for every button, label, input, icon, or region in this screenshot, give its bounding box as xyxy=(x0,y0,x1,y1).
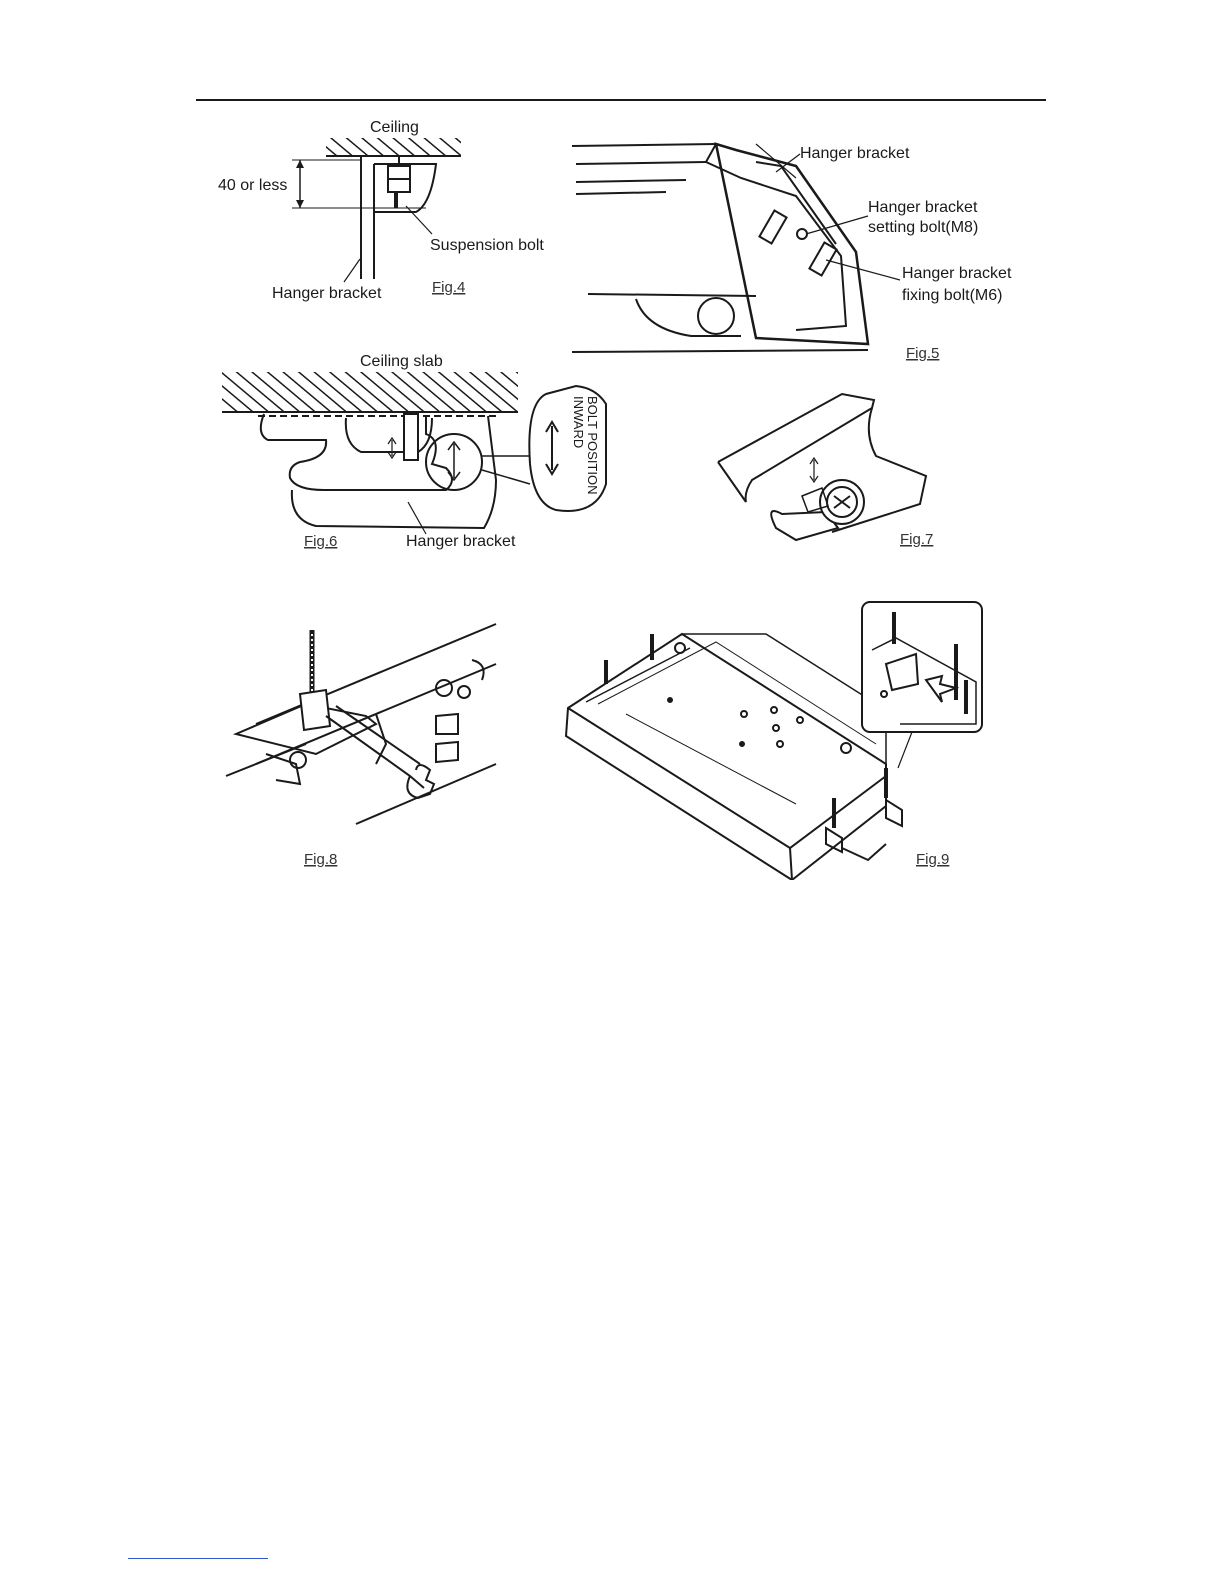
fig4-ceiling-hatch xyxy=(326,138,461,156)
fig4-diagram xyxy=(292,138,461,282)
installation-figures: Ceiling 40 or less Suspension bolt Hange… xyxy=(196,104,1046,880)
fig4-dimension-label: 40 or less xyxy=(218,177,287,194)
header-rule xyxy=(196,99,1046,101)
fig6-ceiling-slab-hatch xyxy=(222,372,518,412)
fig8-caption: Fig.8 xyxy=(304,851,337,868)
fig9-diagram xyxy=(566,602,982,880)
footer-rule xyxy=(128,1558,268,1559)
fig4-hanger-bracket-label: Hanger bracket xyxy=(272,285,382,302)
fig6-caption: Fig.6 xyxy=(304,533,337,550)
fig6-diagram xyxy=(222,372,606,534)
fig7-diagram xyxy=(718,394,926,540)
fig6-hanger-bracket-label: Hanger bracket xyxy=(406,533,516,550)
fig5-setting-bolt-line2: setting bolt(M8) xyxy=(868,219,978,236)
fig5-diagram xyxy=(572,144,900,352)
fig6-ceiling-slab-label: Ceiling slab xyxy=(360,353,443,370)
fig6-bolt-position-line1: BOLT POSITION xyxy=(585,396,600,494)
fig6-bolt-position-line2: INWARD xyxy=(571,396,586,448)
fig4-ceiling-label: Ceiling xyxy=(370,119,419,136)
fig4-caption: Fig.4 xyxy=(432,279,465,296)
fig5-fixing-bolt-line1: Hanger bracket xyxy=(902,265,1012,282)
fig5-setting-bolt-line1: Hanger bracket xyxy=(868,199,978,216)
fig5-hanger-bracket-label: Hanger bracket xyxy=(800,145,910,162)
fig5-caption: Fig.5 xyxy=(906,345,939,362)
fig8-diagram xyxy=(226,624,496,824)
fig5-fixing-bolt-line2: fixing bolt(M6) xyxy=(902,287,1002,304)
fig7-caption: Fig.7 xyxy=(900,531,933,548)
fig4-suspension-bolt-label: Suspension bolt xyxy=(430,237,544,254)
fig9-caption: Fig.9 xyxy=(916,851,949,868)
